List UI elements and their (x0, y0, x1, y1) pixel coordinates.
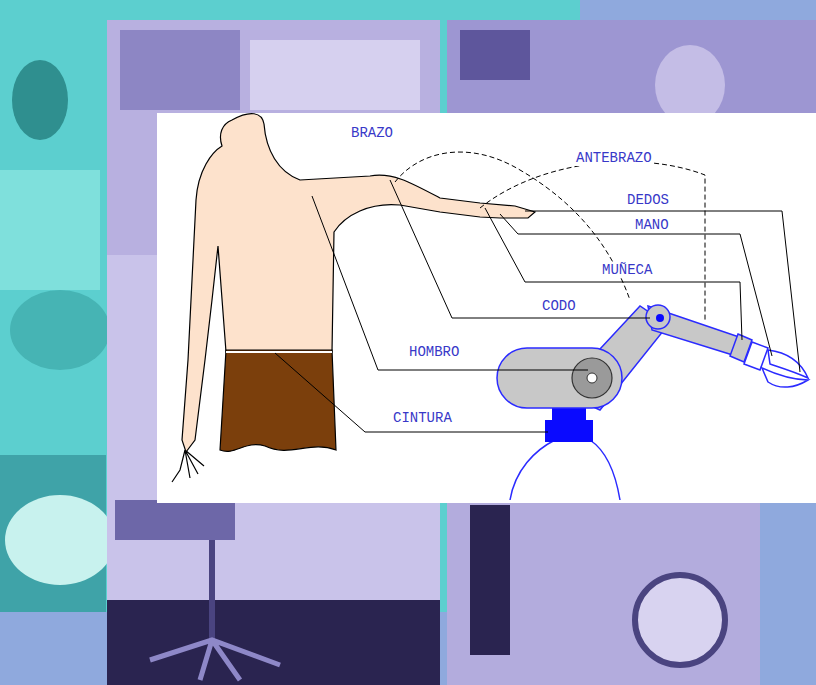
leader-line (525, 211, 800, 372)
pillow-shape (0, 170, 100, 290)
waistband (226, 351, 332, 353)
photo-detail (470, 505, 510, 655)
elbow-joint (646, 305, 670, 329)
robot-shoulder (497, 348, 622, 408)
leader-line (500, 214, 772, 356)
photo-detail (107, 600, 440, 685)
diagram-panel (157, 113, 816, 503)
chair-post (209, 540, 215, 640)
chair-seat (115, 500, 235, 540)
leader-line (485, 208, 742, 340)
photo-detail (120, 30, 240, 110)
photo-border (760, 500, 809, 685)
leader-dashed (480, 162, 705, 322)
hand-fingers (172, 450, 204, 482)
leader-line (275, 353, 548, 432)
robot-base (545, 420, 593, 442)
surgeon-photo (447, 20, 816, 115)
lamp-shape (12, 60, 68, 140)
part-label: HOMBRO (408, 344, 460, 360)
part-label: BRAZO (350, 125, 394, 141)
gripper-finger (762, 368, 808, 387)
shoulder-axle (587, 373, 597, 383)
robot-stand (510, 440, 620, 500)
elbow-axle (656, 314, 664, 322)
part-label: ANTEBRAZO (575, 150, 653, 166)
part-label: CINTURA (392, 410, 453, 426)
robot-wrist (744, 342, 768, 370)
photo-detail (250, 40, 420, 110)
leader-line (312, 196, 588, 370)
human-body (182, 114, 535, 452)
shoulder-joint (572, 358, 612, 398)
wheel-shape (635, 575, 725, 665)
part-label: CODO (541, 298, 577, 314)
bowl-shape (5, 495, 115, 585)
part-label: DEDOS (626, 192, 670, 208)
pillow-shape (10, 290, 110, 370)
leader-dashed (395, 152, 630, 300)
photo-detail (460, 30, 530, 80)
wheelchair-photo (447, 500, 809, 685)
leader-lines (275, 152, 800, 432)
part-label: MANO (634, 217, 670, 233)
chair-base (150, 640, 280, 680)
part-label: MUÑECA (601, 262, 653, 278)
human-skirt (220, 350, 336, 451)
leader-line (390, 180, 650, 318)
